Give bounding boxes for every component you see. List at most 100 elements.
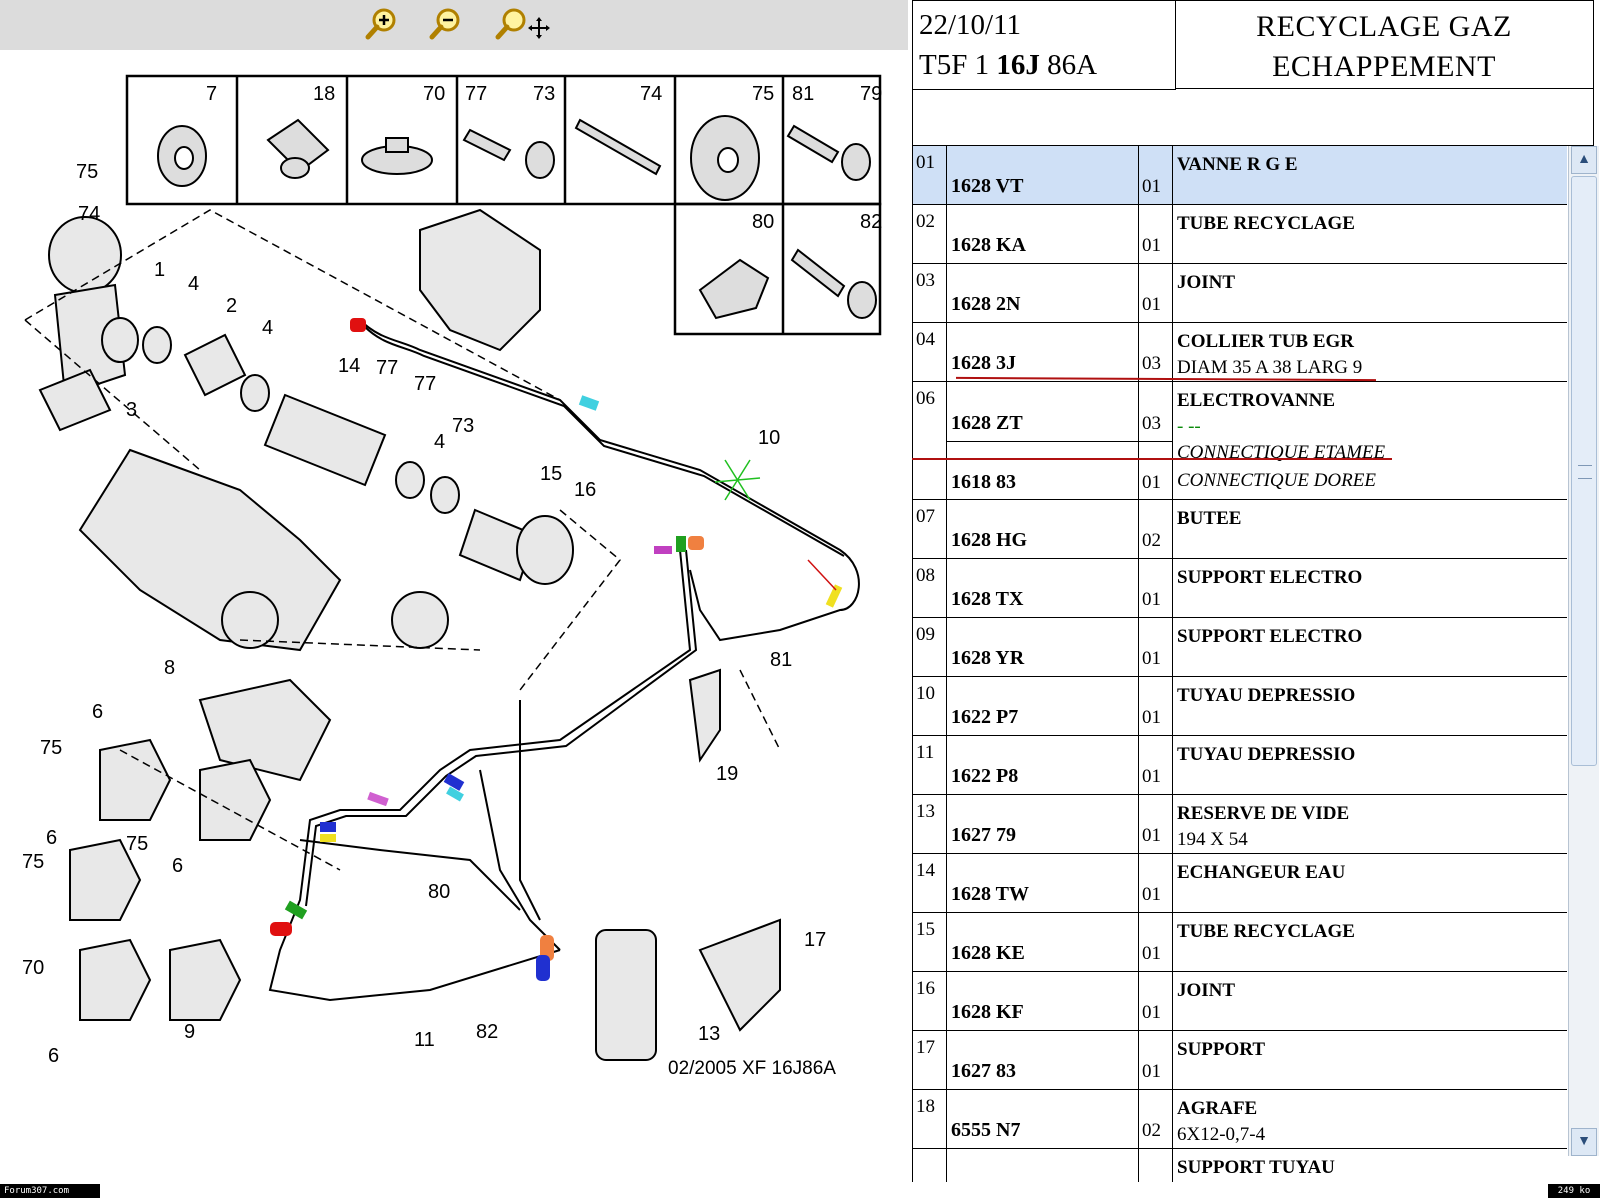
- svg-text:6: 6: [48, 1045, 59, 1067]
- part-reference: 1627 83: [947, 1031, 1139, 1089]
- reference-text: 1628 TX: [951, 588, 1024, 610]
- svg-text:6: 6: [172, 855, 183, 877]
- part-description: ECHANGEUR EAU: [1173, 854, 1567, 912]
- svg-text:4: 4: [434, 431, 445, 453]
- description-main: SUPPORT: [1177, 1039, 1266, 1060]
- description-main: JOINT: [1177, 980, 1236, 1001]
- description-main: COLLIER TUB EGR: [1177, 331, 1355, 352]
- part-number: 18: [913, 1090, 947, 1148]
- part-quantity: 01: [1139, 854, 1173, 912]
- inset-parts-grid: [125, 74, 882, 336]
- part-reference: 1628 TW: [947, 854, 1139, 912]
- description-variant: CONNECTIQUE DOREE: [1177, 470, 1376, 491]
- svg-text:19: 19: [716, 763, 738, 785]
- svg-text:75: 75: [40, 737, 62, 759]
- part-number: 17: [913, 1031, 947, 1089]
- quantity-text: 01: [1142, 176, 1161, 197]
- quantity-text: 01: [1142, 825, 1161, 846]
- zoom-pan-icon: [495, 8, 550, 40]
- annotation-marks: [714, 459, 837, 591]
- part-quantity: 01: [1139, 972, 1173, 1030]
- svg-text:1: 1: [154, 259, 165, 281]
- scrollbar-thumb[interactable]: [1571, 176, 1597, 766]
- svg-text:9: 9: [184, 1021, 195, 1043]
- description-variant: CONNECTIQUE ETAMEE: [1177, 442, 1386, 463]
- part-quantity-alt: 01: [1139, 441, 1173, 500]
- svg-text:73: 73: [452, 415, 474, 437]
- zoom-in-icon: [365, 8, 396, 40]
- description-main: RESERVE DE VIDE: [1177, 803, 1350, 824]
- title-line-2: ECHAPPEMENT: [1272, 50, 1496, 83]
- catalog-header: 22/10/11 T5F 1 16J 86A RECYCLAGE GAZ ECH…: [912, 0, 1594, 146]
- vertical-scrollbar[interactable]: ▲ ▼: [1568, 146, 1599, 1156]
- header-info: 22/10/11 T5F 1 16J 86A: [913, 1, 1176, 90]
- model-suffix: 86A: [1039, 49, 1098, 81]
- part-number: 04: [913, 323, 947, 381]
- status-bar: Forum307.com 249 ko: [0, 1182, 1600, 1200]
- part-number: 03: [913, 264, 947, 322]
- svg-text:2: 2: [226, 295, 237, 317]
- svg-text:82: 82: [476, 1021, 498, 1043]
- description-main: JOINT: [1177, 272, 1236, 293]
- part-quantity: 01: [1139, 618, 1173, 676]
- svg-text:81: 81: [770, 649, 792, 671]
- scroll-up-button[interactable]: ▲: [1571, 146, 1597, 174]
- svg-text:80: 80: [752, 211, 774, 233]
- part-reference: 1628 ZT: [947, 382, 1139, 441]
- part-reference: 1628 KE: [947, 913, 1139, 971]
- quantity-text: 01: [1142, 648, 1161, 669]
- title-line-1: RECYCLAGE GAZ: [1256, 10, 1512, 43]
- quantity-text: 03: [1142, 353, 1161, 374]
- reference-text: 1628 ZT: [951, 412, 1023, 434]
- part-quantity: 01: [1139, 677, 1173, 735]
- part-description: ELECTROVANNE- --CONNECTIQUE ETAMEE: [1173, 382, 1567, 499]
- header-model: T5F 1 16J 86A: [913, 45, 1175, 85]
- status-left: Forum307.com: [0, 1184, 100, 1198]
- part-number: 01: [913, 146, 947, 204]
- part-quantity: 01: [1139, 205, 1173, 263]
- quantity-text: 01: [1142, 707, 1161, 728]
- quantity-text: 01: [1142, 1061, 1161, 1082]
- description-main: BUTEE: [1177, 508, 1242, 529]
- svg-text:13: 13: [698, 1023, 720, 1045]
- quantity-text: 03: [1142, 413, 1161, 434]
- part-row[interactable]: SUPPORT TUYAU: [913, 1149, 1567, 1182]
- reference-text: 1622 P8: [951, 765, 1019, 787]
- svg-text:10: 10: [758, 427, 780, 449]
- svg-text:70: 70: [423, 83, 445, 105]
- part-description: SUPPORT: [1173, 1031, 1567, 1089]
- part-reference: 1622 P8: [947, 736, 1139, 794]
- part-quantity: 01: [1139, 795, 1173, 853]
- description-main: TUYAU DEPRESSIO: [1177, 744, 1356, 765]
- part-reference: 1628 3J: [947, 323, 1139, 381]
- svg-text:6: 6: [46, 827, 57, 849]
- pan-zoom-button[interactable]: [494, 6, 554, 42]
- zoom-out-button[interactable]: [428, 6, 464, 42]
- part-number: 16: [913, 972, 947, 1030]
- part-reference-alt: 1618 83: [947, 441, 1139, 500]
- scroll-down-button[interactable]: ▼: [1571, 1128, 1597, 1156]
- zoom-in-button[interactable]: [364, 6, 400, 42]
- svg-text:73: 73: [533, 83, 555, 105]
- reference-text: 6555 N7: [951, 1119, 1021, 1141]
- description-main: AGRAFE: [1177, 1098, 1258, 1119]
